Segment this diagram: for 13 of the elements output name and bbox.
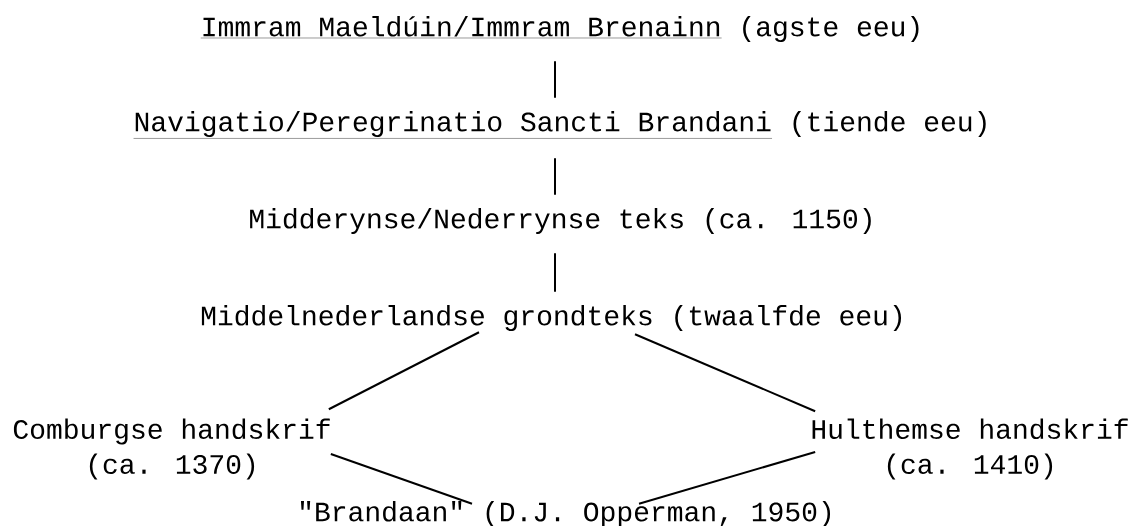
text-label: Navigatio/Peregrinatio Sancti Brandani (tiende eeu) <box>133 110 986 139</box>
line <box>554 252 556 293</box>
text-label: Immram Maeldúin/Immram Brenainn (agste eeu) <box>200 15 919 43</box>
text-label: Hulthemse handskrif (ca. 1410) <box>812 418 1128 480</box>
line <box>554 60 556 99</box>
line <box>329 453 473 505</box>
text-label: Midderynse/Nederrynse teks (ca. 1150) <box>250 207 871 235</box>
line <box>554 157 556 196</box>
text-label: Comburgse handskrif (ca. 1370) <box>13 418 330 480</box>
line <box>327 331 480 411</box>
text-label: Middelnederlandse grondteks (twaalfde eeu) <box>201 304 902 332</box>
line <box>634 333 817 413</box>
line <box>638 451 817 505</box>
